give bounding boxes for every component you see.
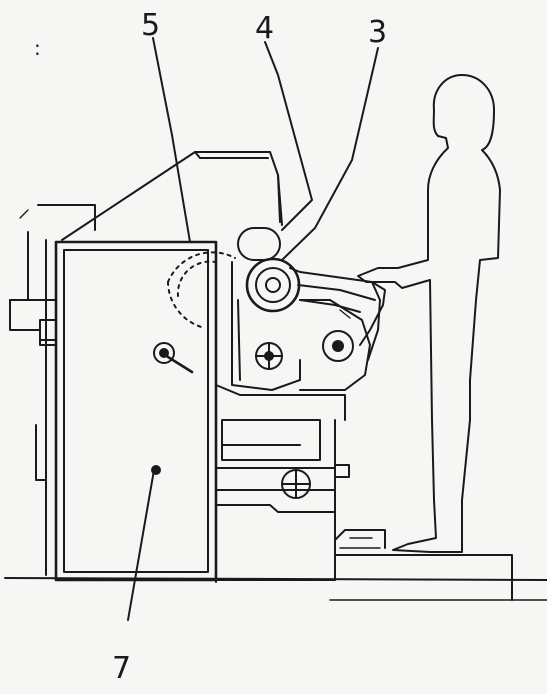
label-part-7: 7: [112, 651, 131, 686]
corner-mark: :: [34, 36, 41, 60]
door-handle-icon: [153, 342, 194, 374]
lower-handwheel-icon: [281, 469, 311, 499]
label-part-5: 5: [141, 8, 160, 43]
label-part-3: 3: [368, 15, 387, 50]
right-handwheel-icon: [322, 330, 354, 362]
rear-frame: [9, 204, 96, 576]
step-platform: [334, 529, 513, 601]
machine-body: [215, 384, 350, 581]
side-handwheel-icon: [255, 342, 283, 370]
label-part-4: 4: [255, 11, 274, 46]
operator-silhouette: [357, 74, 501, 553]
leader-lines: [127, 37, 379, 621]
hidden-wheel: [167, 251, 236, 329]
upper-housing: [61, 151, 283, 241]
door-panel: [54, 240, 218, 583]
feed-arm: [289, 267, 386, 361]
roll-assembly: [231, 227, 371, 391]
